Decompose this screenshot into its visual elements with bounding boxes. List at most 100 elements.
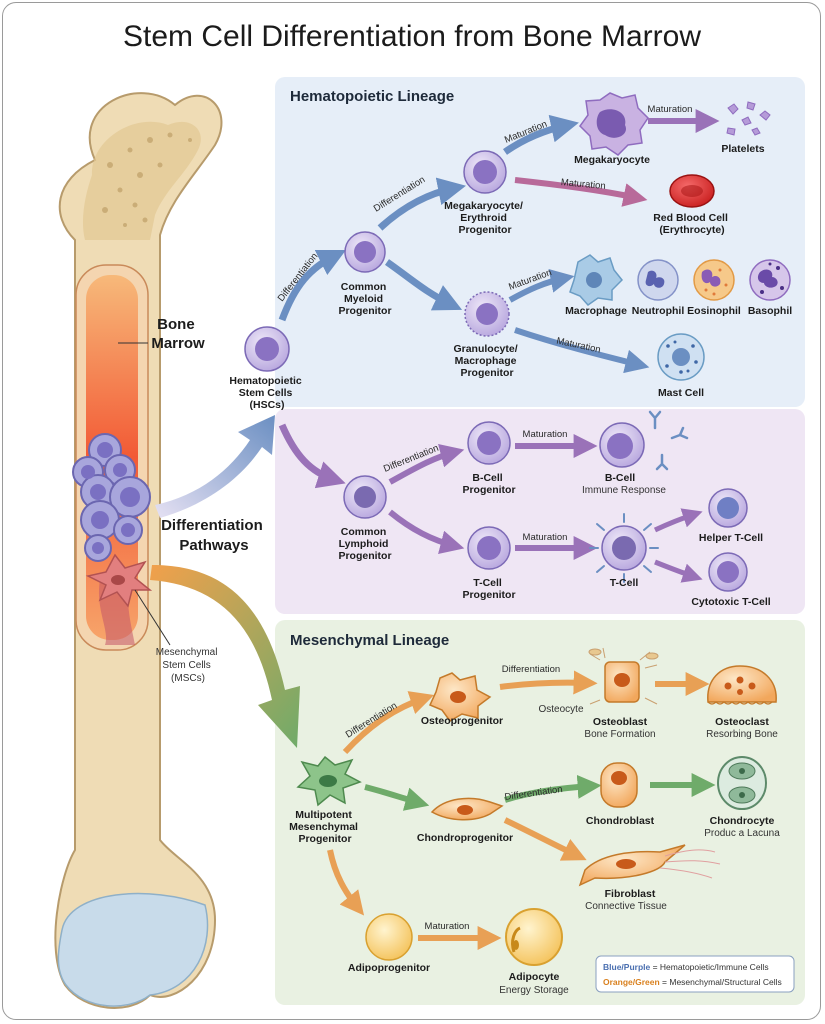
neutrophil-label: Neutrophil [632,305,685,317]
osteocyte-network-icon [588,647,659,705]
arrow-cmp-mep [377,177,466,231]
mesenchymal-lineage-title: Mesenchymal Lineage [290,632,449,649]
arrow-label-adipocyte: Maturation [425,921,470,932]
osteoblast-label: Osteoblast [593,716,648,728]
arrow-mmp-chondroprogenitor [364,784,430,811]
cmp-label: Common Myeloid Progenitor [338,281,391,317]
adipocyte-sublabel: Energy Storage [499,985,569,996]
adipoprogenitor-label: Adipoprogenitor [348,962,430,974]
mep-label: Megakaryocyte/ Erythroid Progenitor [444,200,526,236]
mast-cell-label: Mast Cell [658,387,704,399]
chondroblast-cell [600,762,638,808]
arrow-mep-megakaryocyte [502,114,579,155]
cytotoxic-tcell [708,552,748,592]
bcell-label: B-Cell [605,472,635,484]
basophil-cell [749,259,791,301]
osteoclast-label: Osteoclast [715,716,769,728]
differentiation-pathways-label: Differentiation Pathways [161,517,267,554]
hematopoietic-panel [275,77,805,407]
bone-marrow-label: Bone Marrow [151,316,205,352]
bcell-progenitor-cell [467,421,511,465]
arrow-tcell-cytotoxic [654,559,703,583]
bcell-progenitor-label: B-Cell Progenitor [462,472,515,496]
tcell-label: T-Cell [610,577,639,589]
arrow-label-osteoblast: Differentiation [502,664,560,675]
helper-tcell [708,488,748,528]
chondrocyte-label: Chondrocyte [710,815,775,827]
mesenchymal-pathway-arrow [150,565,300,748]
legend-hematopoietic: Blue/Purple = Hematopoietic/Immune Cells [603,962,769,972]
arrow-osteoprog-osteoblast [499,670,598,695]
cmp-cell [344,231,386,273]
arrow-mep-rbc [514,177,648,207]
cytotoxic-tcell-label: Cytotoxic T-Cell [691,596,770,608]
msc-label: Mesenchymal Stem Cells (MSCs) [156,647,220,684]
arrow-label-platelets: Maturation [648,104,693,115]
fibroblast-label: Fibroblast [605,888,656,900]
arrow-mmp-adipoprogenitor [327,849,365,916]
lymphoid-panel [275,409,805,614]
megakaryocyte-label: Megakaryocyte [574,154,650,166]
adipoprogenitor-cell [365,913,413,961]
osteoblast-sublabel: Bone Formation [584,729,655,740]
clp-label: Common Lymphoid Progenitor [338,526,391,562]
platelets-icon [726,101,771,136]
arrow-clp-bcell-prog [388,444,465,485]
chondroprogenitor-cell [430,797,504,821]
clp-cell [343,475,387,519]
rbc-label: Red Blood Cell (Erythrocyte) [653,212,731,236]
mmp-cell [296,755,362,807]
adipocyte-label: Adipocyte [509,971,560,983]
eosinophil-label: Eosinophil [687,305,741,317]
chondroprogenitor-label: Chondroprogenitor [417,832,513,844]
legend: Blue/Purple = Hematopoietic/Immune Cells… [595,955,795,993]
bcell-sublabel: Immune Response [582,485,666,496]
arrow-label-bcell: Maturation [523,429,568,440]
mesenchymal-panel [275,620,805,1005]
arrow-clp-tcell-prog [388,509,465,554]
arrow-label-rbc: Maturation [560,177,606,192]
hsc-cell [244,326,290,372]
fibroblast-sublabel: Connective Tissue [585,901,667,912]
chondroblast-label: Chondroblast [586,815,655,827]
antibody-icons [648,410,689,471]
hsc-cluster [72,433,151,562]
arrow-gmp-mast-cell [514,327,650,374]
eosinophil-cell [693,259,735,301]
gmp-cell [464,291,510,337]
macrophage-label: Macrophage [565,305,627,317]
basophil-label: Basophil [748,305,792,317]
mep-cell [463,150,507,194]
osteoprogenitor-cell [428,672,492,722]
arrow-tcell-helper [653,508,703,533]
arrow-label-tcell: Maturation [523,532,568,543]
tcell [589,513,659,583]
tcell-progenitor-cell [467,526,511,570]
osteoprogenitor-label: Osteoprogenitor [421,715,503,727]
chondrocyte-sublabel: Produc a Lacuna [704,828,780,839]
gmp-label: Granulocyte/ Macrophage Progenitor [453,343,520,379]
megakaryocyte-cell [579,92,649,156]
arrow-chondroprog-chondroblast [504,774,602,803]
osteoclast-cell [707,665,777,705]
legend-mesenchymal: Orange/Green = Mesenchymal/Structural Ce… [603,977,782,987]
hsc-label: Hematopoietic Stem Cells (HSCs) [229,375,304,411]
arrow-chondroprog-fibroblast [503,817,587,861]
neutrophil-cell [637,259,679,301]
arrow-hsc-clp [278,423,346,489]
arrow-hsc-cmp [278,249,347,322]
helper-tcell-label: Helper T-Cell [699,532,763,544]
platelets-label: Platelets [721,143,764,155]
osteoblast-cell [604,661,640,703]
osteoclast-sublabel: Resorbing Bone [706,729,778,740]
mast-cell [657,333,705,381]
osteocyte-label: Osteocyte [538,704,583,715]
bcell [599,422,645,468]
mmp-label: Multipotent Mesenchymal Progenitor [289,809,361,845]
red-blood-cell [669,174,715,208]
hematopoietic-lineage-title: Hematopoietic Lineage [290,88,454,105]
adipocyte-cell [505,908,563,966]
arrow-cmp-gmp [385,259,463,311]
msc-pointer-line [134,589,171,646]
